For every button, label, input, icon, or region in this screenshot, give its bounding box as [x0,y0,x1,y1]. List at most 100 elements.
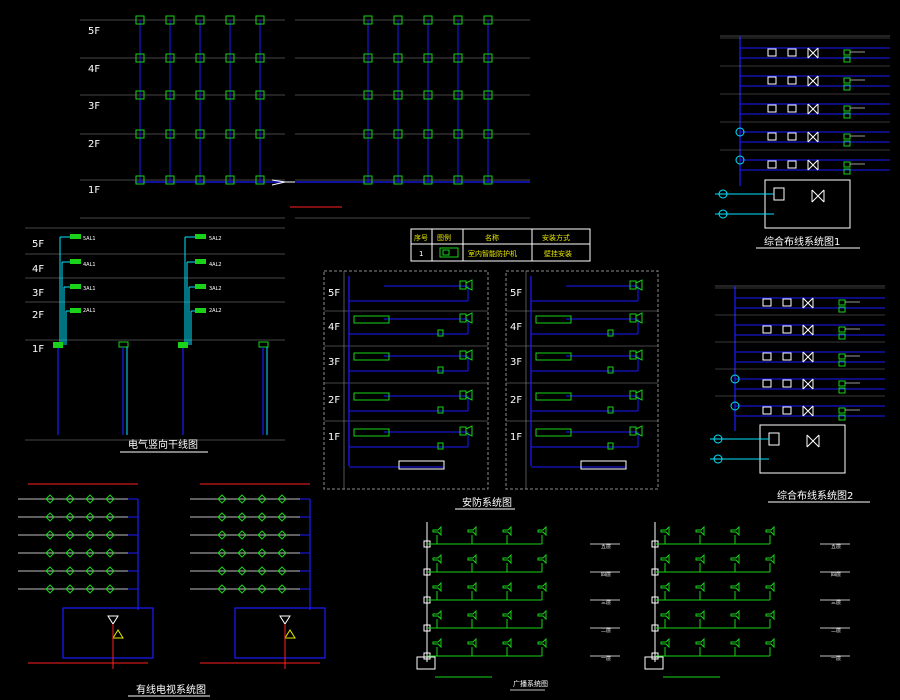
tv-outlet-icon [277,530,287,540]
patch-panel-icon [782,379,792,388]
floor-label: 3F [32,288,44,299]
tv-outlet-icon [217,494,227,504]
fiber-icon [735,127,745,137]
camera-icon [437,442,444,450]
camera-icon [437,329,444,337]
tv-outlet-icon [217,584,227,594]
security-title: 安防系统图 [462,496,512,509]
tv-outlet-icon [85,548,95,558]
distribution-box-icon [195,234,206,239]
device-icon [363,53,373,63]
device-icon [195,15,205,25]
rj45-outlet-icon [843,77,851,84]
switch-icon [807,159,819,171]
device-icon [423,175,433,185]
patch-panel-icon [762,352,772,361]
floor-label: 4F [510,322,522,333]
device-icon [165,175,175,185]
rj45-outlet-icon [843,105,851,112]
legend-cell: 壁挂安装 [544,249,572,258]
speaker-icon [695,525,705,537]
floor-label: 5F [328,288,340,299]
tv-outlet-icon [257,494,267,504]
floor-label: 1F [88,185,100,196]
control-box [580,460,627,470]
fiber-icon [730,401,740,411]
tv-outlet-icon [277,494,287,504]
tv-outlet-icon [85,512,95,522]
tv-outlet-icon [65,512,75,522]
box-label: 5AL1 [83,236,96,242]
main-distribution-frame [759,424,846,474]
device-icon [255,129,265,139]
device-icon [165,129,175,139]
patch-panel-icon [773,187,785,201]
device-icon [225,175,235,185]
intercom-icon [535,428,572,437]
intercom-icon [535,315,572,324]
tv-outlet-icon [45,566,55,576]
speaker-icon [537,581,547,593]
floor-label: 5F [510,288,522,299]
tv-outlet-icon [65,530,75,540]
fiber-icon [718,209,728,219]
legend-cell: 1 [419,250,423,258]
rj45-outlet-icon [838,414,846,421]
tv-outlet-icon [85,566,95,576]
rj45-outlet-icon [843,49,851,56]
camera-icon [629,312,643,324]
device-icon [453,15,463,25]
distribution-box-icon [195,284,206,289]
floor-label: 1F [510,432,522,443]
device-icon [393,90,403,100]
amplifier-icon [107,615,119,625]
tv-outlet-icon [105,584,115,594]
main-box-icon [53,342,63,348]
rj45-outlet-icon [838,299,846,306]
device-icon [423,15,433,25]
rj45-outlet-icon [838,387,846,394]
speaker-icon [765,553,775,565]
broadcast-floor-label: 五层 [601,544,611,550]
device-icon [225,53,235,63]
rj45-outlet-icon [838,380,846,387]
speaker-icon [502,609,512,621]
switch-icon [802,297,814,309]
speaker-icon [730,609,740,621]
patch-panel-icon [787,104,797,113]
broadcast-floor-label: 三层 [831,600,841,606]
intercom-icon [535,352,572,361]
intercom-icon [353,352,390,361]
main-box-icon [178,342,188,348]
legend-header: 名称 [485,233,499,242]
speaker-icon [695,553,705,565]
camera-icon [629,425,643,437]
broadcast-title: 广播系统图 [513,679,548,688]
tv-outlet-icon [105,566,115,576]
speaker-icon [695,581,705,593]
tv-outlet-icon [45,512,55,522]
broadcast-floor-label: 四层 [601,572,611,578]
camera-icon [607,329,614,337]
speaker-icon [765,581,775,593]
camera-icon [629,389,643,401]
box-label: 3AL2 [209,286,222,292]
amplifier-box [62,607,154,659]
tv-outlet-icon [85,584,95,594]
device-icon [453,175,463,185]
patch-panel-icon [767,76,777,85]
floor-label: 1F [32,344,44,355]
rj45-outlet-icon [843,161,851,168]
tv-outlet-icon [237,512,247,522]
electric-title: 电气竖向干线图 [128,438,198,451]
device-icon [483,15,493,25]
intercom-icon [353,315,390,324]
broadcast-floor-label: 五层 [831,544,841,550]
device-icon [255,15,265,25]
fiber-icon [730,374,740,384]
switch-icon [807,47,819,59]
intercom-icon [535,392,572,401]
rj45-outlet-icon [843,133,851,140]
patch-panel-icon [767,104,777,113]
